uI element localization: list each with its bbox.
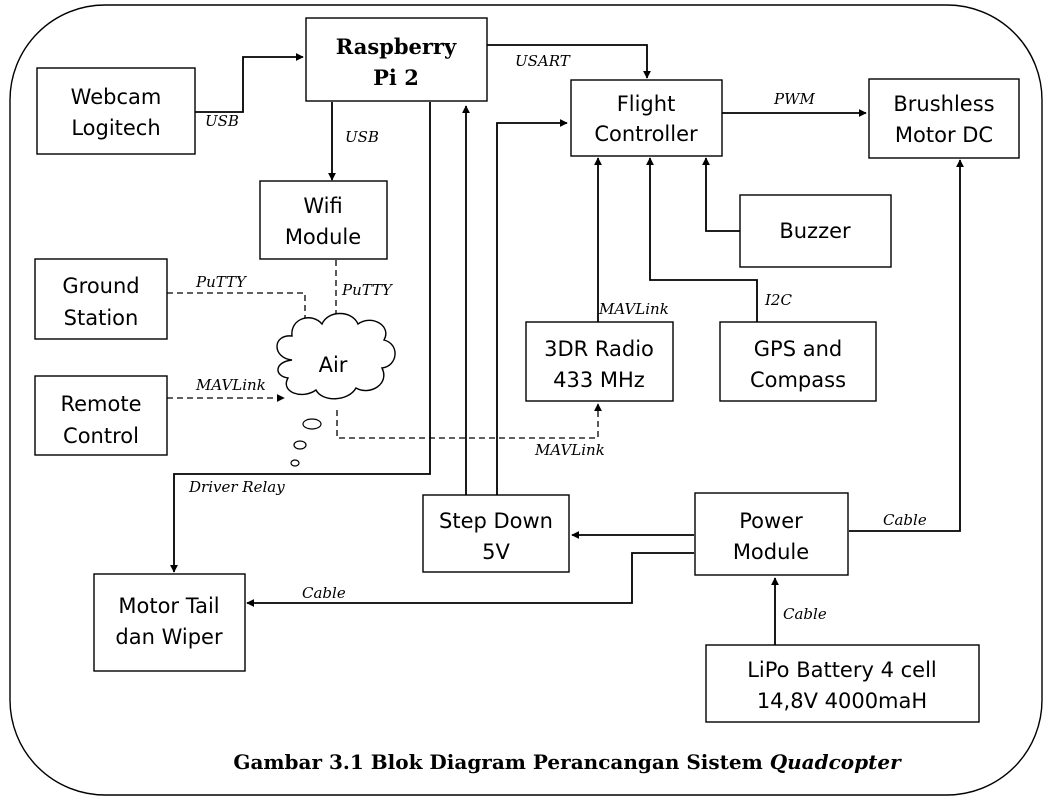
edge-ground-air [167, 292, 309, 329]
block-wifi-line1: Wifi [303, 194, 342, 218]
block-power-line2: Module [733, 540, 809, 564]
block-raspberry-pi-line1: Raspberry [336, 34, 457, 59]
edge-rpi-motortail [170, 102, 431, 573]
block-motor-tail: Motor Tail dan Wiper [93, 573, 246, 672]
outer-frame [9, 4, 1043, 796]
block-webcam: Webcam Logitech [36, 67, 196, 155]
block-wifi-line2: Module [285, 225, 361, 249]
edge-label-air-mavlink: MAVLink [534, 441, 605, 459]
edge-label-driver-relay: Driver Relay [188, 478, 285, 496]
block-lipo-battery: LiPo Battery 4 cell 14,8V 4000maH [705, 644, 980, 723]
cloud-air: Air [276, 312, 396, 467]
cloud-bubble-small [290, 459, 300, 467]
figure-caption: Gambar 3.1 Blok Diagram Perancangan Sist… [233, 750, 902, 774]
edge-label-radio-mavlink: MAVLink [598, 300, 669, 318]
block-power-line1: Power [739, 509, 803, 533]
caption-prefix: Gambar 3.1 Blok Diagram Perancangan Sist… [233, 750, 769, 774]
block-flight-line2: Controller [594, 122, 698, 146]
cloud-bubble-large [302, 418, 322, 430]
edge-gps-flight [646, 157, 758, 322]
edge-stepdown-flight [496, 119, 568, 495]
edge-label-pwm: PWM [773, 90, 816, 108]
block-battery-line2: 14,8V 4000maH [757, 689, 927, 713]
block-gps-line2: Compass [750, 368, 846, 392]
block-raspberry-pi-line2: Pi 2 [373, 65, 419, 90]
block-radio-line2: 433 MHz [553, 368, 645, 392]
block-step-down: Step Down 5V [422, 494, 570, 573]
edge-power-motortail [246, 552, 694, 607]
cloud-air-label: Air [319, 353, 348, 377]
block-brushless-line2: Motor DC [895, 123, 993, 147]
block-webcam-line1: Webcam [71, 85, 162, 109]
block-battery-line1: LiPo Battery 4 cell [747, 658, 937, 682]
block-3dr-radio: 3DR Radio 433 MHz [525, 321, 674, 402]
block-brushless-motor: Brushless Motor DC [868, 78, 1020, 159]
block-power-module: Power Module [694, 492, 849, 576]
block-motortail-line1: Motor Tail [118, 594, 219, 618]
block-ground-line1: Ground [62, 274, 139, 298]
block-remote-line2: Control [63, 424, 139, 448]
edge-air-radio [336, 403, 602, 439]
block-buzzer-label: Buzzer [779, 219, 851, 243]
block-remote-line1: Remote [60, 392, 141, 416]
edge-webcam-rpi [195, 53, 304, 113]
block-stepdown-line2: 5V [482, 540, 510, 564]
block-ground-line2: Station [64, 306, 139, 330]
block-flight-line1: Flight [617, 92, 676, 116]
block-radio-line1: 3DR Radio [544, 337, 654, 361]
block-gps-line1: GPS and [754, 337, 842, 361]
edge-label-remote-mavlink: MAVLink [195, 376, 266, 394]
cloud-bubble-medium [293, 440, 307, 450]
block-buzzer: Buzzer [739, 194, 892, 268]
edge-label-battery-cable: Cable [783, 605, 827, 623]
caption-emphasis: Quadcopter [770, 750, 902, 774]
edge-power-brushless [849, 159, 964, 532]
block-motortail-line2: dan Wiper [115, 625, 223, 649]
edge-buzzer-flight [702, 157, 740, 232]
block-stepdown-line1: Step Down [439, 509, 553, 533]
edge-label-wifi-usb: USB [345, 128, 379, 146]
block-remote-control: Remote Control [34, 375, 168, 456]
edge-label-usart: USART [515, 52, 571, 70]
block-ground-station: Ground Station [34, 258, 168, 340]
edge-label-power-cable: Cable [883, 511, 927, 529]
edge-label-webcam-usb: USB [205, 112, 239, 130]
edge-label-wifi-putty: PuTTY [341, 281, 394, 299]
block-raspberry-pi: Raspberry Pi 2 [305, 17, 488, 102]
block-gps-compass: GPS and Compass [719, 321, 877, 402]
edge-label-ground-putty: PuTTY [195, 273, 248, 291]
cloud-air-shape [276, 312, 396, 400]
edge-label-motortail-cable: Cable [302, 584, 346, 602]
block-webcam-line2: Logitech [71, 116, 160, 140]
edge-label-i2c: I2C [764, 291, 792, 309]
block-flight-controller: Flight Controller [570, 79, 723, 157]
block-brushless-line1: Brushless [893, 92, 994, 116]
edge-rpi-flight [487, 44, 651, 79]
block-wifi-module: Wifi Module [259, 180, 388, 260]
